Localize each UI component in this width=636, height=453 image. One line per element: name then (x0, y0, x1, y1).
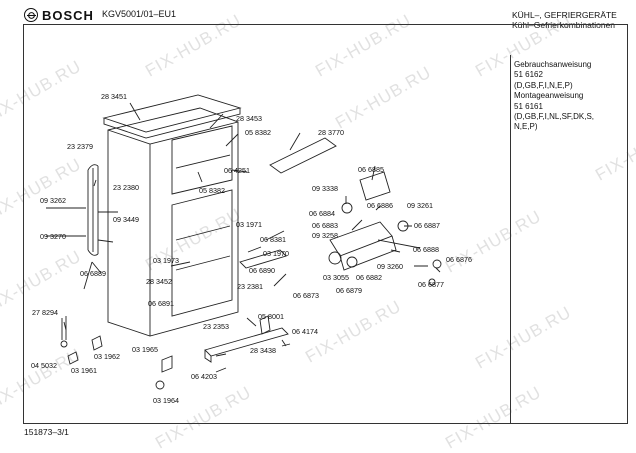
part-label: 06 6876 (446, 255, 472, 264)
part-label: 06 6884 (309, 209, 335, 218)
part-label: 06 6891 (148, 299, 174, 308)
part-label: 27 8294 (32, 308, 58, 317)
part-label: 09 3338 (312, 184, 338, 193)
part-label: 23 2353 (203, 322, 229, 331)
part-label: 06 8381 (260, 235, 286, 244)
drawing-id: 151873–3/1 (24, 427, 69, 437)
part-label: 06 4203 (191, 372, 217, 381)
category-subtitle: Kühl–Gefrierkombinationen (512, 20, 616, 30)
part-label: 09 3270 (40, 232, 66, 241)
part-label: 09 3258 (312, 231, 338, 240)
model-number: KGV5001/01–EU1 (102, 9, 177, 19)
part-label: 06 6877 (418, 280, 444, 289)
part-label: 06 6882 (356, 273, 382, 282)
part-label: 23 2381 (237, 282, 263, 291)
brand-name: BOSCH (42, 7, 94, 23)
part-label: 06 6888 (413, 245, 439, 254)
part-label: 09 3260 (377, 262, 403, 271)
part-label: 04 5032 (31, 361, 57, 370)
part-label: 03 1961 (71, 366, 97, 375)
part-label: 03 1965 (132, 345, 158, 354)
part-label: 03 1962 (94, 352, 120, 361)
notes-divider (510, 55, 511, 424)
part-label: 05 8382 (245, 128, 271, 137)
part-label: 06 4174 (292, 327, 318, 336)
drawing-frame (23, 24, 628, 424)
part-label: 09 3262 (40, 196, 66, 205)
part-label: 09 3261 (407, 201, 433, 210)
part-label: 28 3453 (236, 114, 262, 123)
part-label: 06 4251 (224, 166, 250, 175)
part-label: 23 2379 (67, 142, 93, 151)
documentation-notes: Gebrauchsanweisung 51 6162 (D,GB,F,I,N,E… (514, 60, 594, 133)
part-label: 28 3451 (101, 92, 127, 101)
part-label: 03 1973 (153, 256, 179, 265)
part-label: 06 6886 (367, 201, 393, 210)
note-line: 51 6162 (514, 70, 543, 80)
part-label: 03 3055 (323, 273, 349, 282)
bosch-logo: BOSCH (24, 6, 94, 24)
part-label: 03 1971 (236, 220, 262, 229)
note-line: N,E,P) (514, 122, 538, 132)
part-label: 06 6890 (249, 266, 275, 275)
part-label: 06 6889 (80, 269, 106, 278)
part-label: 06 6883 (312, 221, 338, 230)
part-label: 28 3452 (146, 277, 172, 286)
note-line: Montageanweisung (514, 91, 584, 101)
note-line: Gebrauchsanweisung (514, 60, 592, 69)
part-label: 05 8382 (199, 186, 225, 195)
part-label: 23 2380 (113, 183, 139, 192)
note-line: 51 6161 (514, 101, 543, 111)
part-label: 06 6879 (336, 286, 362, 295)
part-label: 09 3449 (113, 215, 139, 224)
bosch-armature-icon (24, 8, 38, 22)
part-label: 05 8001 (258, 312, 284, 321)
note-line: (D,GB,F,I,NL,SF,DK,S, (514, 112, 595, 122)
part-label: 28 3770 (318, 128, 344, 137)
note-line: (D,GB,F,I,N,E,P) (514, 80, 573, 90)
part-label: 03 1970 (263, 249, 289, 258)
part-label: 06 6887 (414, 221, 440, 230)
part-label: 06 6873 (293, 291, 319, 300)
part-label: 03 1964 (153, 396, 179, 405)
category-title: KÜHL–, GEFRIERGERÄTE (512, 10, 617, 20)
part-label: 06 6885 (358, 165, 384, 174)
part-label: 28 3438 (250, 346, 276, 355)
